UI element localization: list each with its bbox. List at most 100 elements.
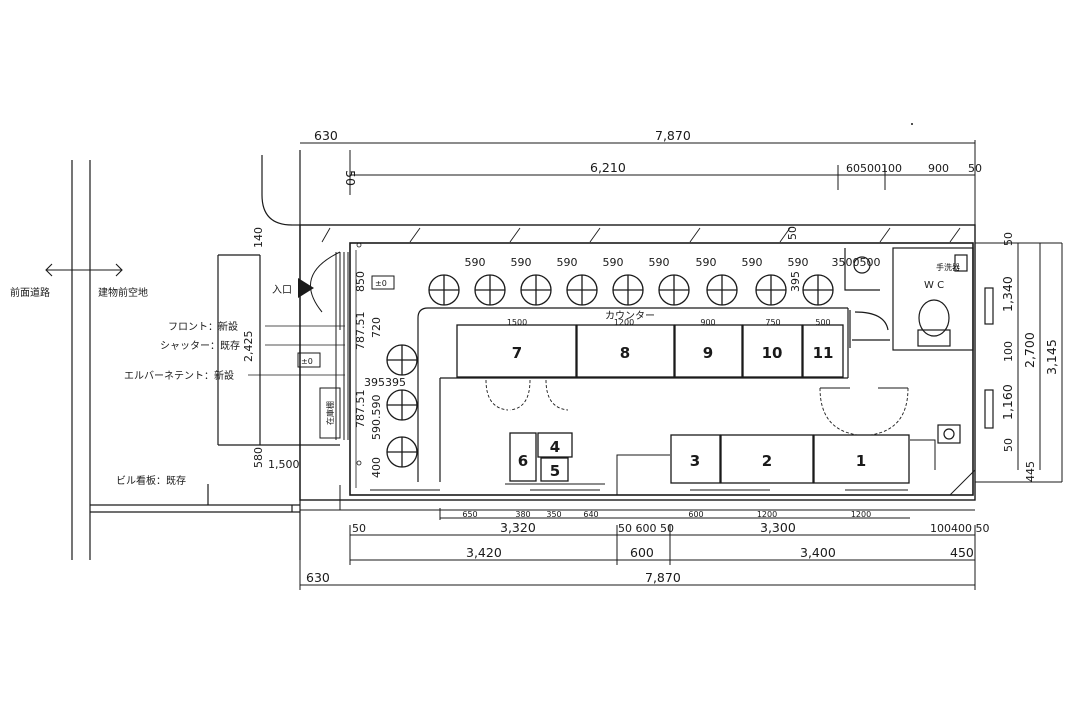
left-dim-ticks (355, 242, 362, 488)
seat[interactable] (386, 389, 418, 421)
equipment-label: 8 (620, 344, 630, 362)
sign-label: ビル看板：既存 (116, 474, 186, 487)
seat-dim: 590 (742, 256, 763, 269)
equipment-8[interactable] (576, 324, 675, 378)
top-dim-row2-main: 6,210 (590, 160, 626, 175)
equipment-label: 5 (550, 462, 560, 480)
seat-sub-dim: 395 (789, 271, 802, 292)
stock-shelf (319, 387, 341, 439)
seat-dim: 590 (788, 256, 809, 269)
sign-offset-dim: 580 (252, 447, 265, 468)
equipment-label: 2 (762, 452, 772, 470)
level-outside-label: ±0 (301, 357, 313, 366)
seat-dim: 3500500 (832, 256, 881, 269)
level-marker-outside (297, 352, 321, 368)
equipment-6[interactable] (509, 432, 537, 482)
equipment-9[interactable] (674, 324, 743, 378)
seat-dim: 590 (465, 256, 486, 269)
top-dim-row2-50: 50 (968, 162, 982, 175)
right-dim: 50 (1002, 232, 1015, 246)
counter-width: 750 (765, 318, 780, 327)
left-top-dim: 140 (252, 227, 265, 248)
left-dim-787a: 787.51 (354, 312, 367, 351)
lower-partitions (370, 439, 936, 495)
counter-width: 1200 (614, 318, 634, 327)
left-dim-400: 400 (370, 457, 383, 478)
equipment-label: 10 (762, 344, 783, 362)
right-dim: 100 (1002, 341, 1015, 362)
seat[interactable] (802, 274, 834, 306)
seat[interactable] (755, 274, 787, 306)
counter-width: 1500 (507, 318, 527, 327)
equipment-label: 7 (512, 344, 522, 362)
equipment-label: 9 (703, 344, 713, 362)
top-dim-row2-900: 900 (928, 162, 949, 175)
bottom-dim: 1200 (757, 510, 777, 519)
equipment-11[interactable] (802, 324, 844, 378)
right-dim: 50 (1002, 438, 1015, 452)
seat[interactable] (612, 274, 644, 306)
bottom-row3-b: 3,400 (800, 545, 836, 560)
seat[interactable] (706, 274, 738, 306)
facade-height-dim: 2,425 (242, 331, 255, 363)
counter-width: 900 (700, 318, 715, 327)
seat-dim: 590 (649, 256, 670, 269)
front-label: フロント：新設 (168, 320, 238, 333)
bottom-row2-right: 100400 50 (930, 522, 990, 535)
bottom-dim: 1200 (851, 510, 871, 519)
right-dim-mid: 2,700 (1022, 332, 1037, 368)
seat[interactable] (566, 274, 598, 306)
equipment-10[interactable] (742, 324, 803, 378)
equipment-4[interactable] (537, 432, 573, 458)
bottom-dim-lines (299, 508, 976, 590)
counter-width: 500 (815, 318, 830, 327)
bottom-row2-mid: 50 600 50 (618, 522, 674, 535)
wc-room (844, 247, 994, 444)
counter (417, 307, 849, 482)
seat[interactable] (386, 344, 418, 376)
equipment-label: 1 (856, 452, 866, 470)
top-dim-lines (300, 140, 976, 225)
seat[interactable] (520, 274, 552, 306)
bottom-dim: 350 (546, 510, 561, 519)
bottom-dim: 640 (583, 510, 598, 519)
seat[interactable] (658, 274, 690, 306)
awning-label: エルバーネテント：新設 (124, 369, 234, 382)
handwash-label: 手洗器 (936, 262, 960, 272)
wc-label: W C (924, 280, 944, 291)
bottom-row4-left: 630 (306, 570, 330, 585)
equipment-label: 11 (813, 344, 834, 362)
bottom-dim: 380 (515, 510, 530, 519)
top-dim-left: 630 (314, 128, 338, 143)
speck (911, 123, 913, 125)
top-dim-row2-right: 60500100 (846, 162, 902, 175)
equipment-5[interactable] (540, 457, 569, 482)
right-dim-lines (975, 242, 1063, 483)
shutter-label: シャッター：既存 (160, 339, 240, 352)
bottom-row2-left: 50 (352, 522, 366, 535)
seat[interactable] (474, 274, 506, 306)
equipment-3[interactable] (670, 434, 721, 484)
top-dim-row2-left: 50 (343, 170, 358, 186)
right-dim: 1,160 (1000, 384, 1015, 420)
seat[interactable] (386, 436, 418, 468)
bottom-dim: 650 (462, 510, 477, 519)
bottom-row3-a: 3,420 (466, 545, 502, 560)
counter-label: カウンター (605, 310, 655, 322)
left-dim-395: 395395 (364, 376, 406, 389)
stock-label: 在庫棚 (325, 401, 335, 425)
bottom-row3-right: 450 (950, 545, 974, 560)
building-space-label: 建物前空地 (98, 286, 148, 299)
facade-width-dim: 1,500 (268, 458, 300, 471)
equipment-label: 4 (550, 438, 560, 456)
equipment-2[interactable] (720, 434, 814, 484)
equipment-label: 6 (518, 452, 528, 470)
equipment-7[interactable] (456, 324, 577, 378)
equipment-label: 3 (690, 452, 700, 470)
left-dim-720: 720 (370, 317, 383, 338)
seat[interactable] (428, 274, 460, 306)
entrance-label: 入口 (272, 285, 292, 296)
equipment-1[interactable] (813, 434, 910, 484)
road-label: 前面道路 (10, 286, 50, 299)
